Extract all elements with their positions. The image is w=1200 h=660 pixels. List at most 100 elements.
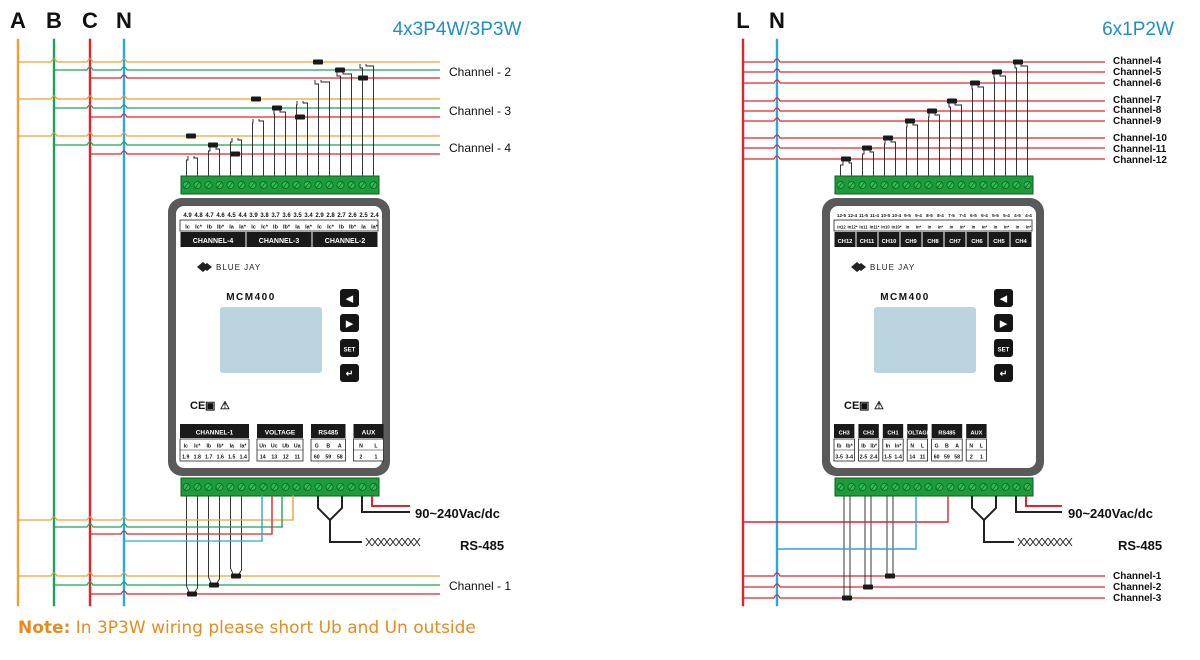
left-top-number: 4.5 — [227, 213, 236, 219]
right-enter-button-label: ↵ — [1000, 369, 1008, 379]
left-bottom-number: 60 — [314, 455, 320, 461]
left-bottom-number: 12 — [283, 455, 289, 461]
left-bottom-term: Ia — [230, 444, 234, 450]
left-voltage-tap-wire — [54, 523, 282, 528]
left-channel-wire — [18, 58, 440, 63]
left-top-number: 2.6 — [348, 213, 357, 219]
right-channel-wire — [743, 134, 1105, 139]
left-bottom-number: 59 — [325, 455, 331, 461]
ct-clamp-icon — [295, 114, 305, 120]
right-channel-wire — [743, 97, 1105, 102]
right-rs485-label: RS-485 — [1118, 538, 1162, 553]
screw-slot — [216, 483, 223, 491]
left-channel-wire — [90, 74, 440, 79]
left-top-number: 3.7 — [271, 213, 280, 219]
right-bottom-term: In* — [895, 444, 903, 450]
note-text: Note: In 3P3W wiring please short Ub and… — [18, 618, 476, 638]
screw-slot — [337, 181, 344, 189]
left-bottom-group-label: VOLTAGE — [265, 430, 296, 437]
screw-slot — [370, 181, 377, 189]
left-top-term: Ic* — [195, 225, 203, 231]
screw-slot — [958, 483, 965, 491]
left-bottom-group-bg — [353, 424, 384, 438]
ct-lead-wire — [230, 496, 234, 575]
right-bottom-term: Ib* — [870, 444, 878, 450]
screw-slot — [936, 181, 943, 189]
ct-lead-wire — [840, 161, 844, 176]
right-ce-mark-icon: CE — [844, 400, 859, 412]
screw-slot — [238, 181, 245, 189]
twisted-pair-icon — [1023, 537, 1031, 547]
right-top-number: 8-5 — [926, 213, 933, 218]
left-channel-label: Channel - 4 — [449, 141, 511, 155]
right-top-term-row — [833, 219, 1033, 232]
right-top-number: 10-4 — [892, 213, 902, 218]
screw-slot — [914, 181, 921, 189]
ct-clamp-icon — [251, 96, 261, 102]
ct-clamp-icon — [927, 108, 937, 114]
left-model: MCM400 — [226, 292, 276, 303]
ct-lead-wire — [342, 72, 352, 176]
twisted-pair-icon — [1029, 537, 1037, 547]
right-top-number: 9-4 — [915, 213, 922, 218]
right-top-number: 4-5 — [1014, 213, 1021, 218]
right-voltage-tap-wire — [777, 496, 917, 550]
screw-slot — [837, 483, 844, 491]
ct-clamp-icon — [862, 145, 872, 151]
right-top-group-bg — [922, 232, 944, 247]
ct-lead-wire — [862, 150, 865, 176]
right-bottom-group-bg — [882, 424, 904, 438]
right-bottom-term: L — [980, 444, 984, 450]
right-top-number: 12-5 — [837, 213, 847, 218]
right-top-number: 5-5 — [992, 213, 999, 218]
left-bottom-term: Ic* — [194, 444, 201, 450]
right-top-term: In — [1016, 225, 1020, 230]
right-top-group-label: CH5 — [993, 239, 1005, 245]
screw-slot — [194, 483, 201, 491]
right-ct — [842, 595, 852, 601]
right-top-group-label: CH12 — [838, 239, 853, 245]
bus-label-b: B — [46, 8, 62, 33]
left-top-number: 4.9 — [183, 213, 192, 219]
left-left-arrow-button — [340, 289, 359, 307]
ct-clamp-icon — [358, 75, 368, 81]
right-top-term: In10 — [881, 225, 890, 230]
right-bottom-term: In — [886, 444, 891, 450]
screw-slot — [980, 483, 987, 491]
twisted-pair-icon — [413, 537, 421, 547]
left-top-term: Ib* — [217, 225, 225, 231]
ct-clamp-icon — [842, 595, 852, 601]
ct-lead-wire — [216, 496, 220, 584]
right-supply-label: 90~240Vac/dc — [1068, 506, 1153, 521]
left-top-term: Ib* — [349, 225, 357, 231]
right-top-term: In — [972, 225, 976, 230]
screw-slot — [1013, 181, 1020, 189]
ct-clamp-icon — [335, 67, 345, 73]
right-top-term: In* — [916, 225, 922, 230]
right-channel-wire — [743, 155, 1105, 160]
screw-slot — [969, 181, 976, 189]
ct-lead-wire — [279, 110, 286, 176]
left-right-arrow-button — [340, 314, 359, 332]
right-top-group-label: CH4 — [1015, 239, 1027, 245]
ct-lead-wire — [258, 119, 264, 176]
right-top-number: 4-4 — [1025, 213, 1032, 218]
right-top-group-label: CH11 — [860, 239, 875, 245]
right-warning-icon: ⚠ — [874, 400, 884, 412]
right-channel-wire — [743, 107, 1105, 112]
right-right-arrow-button — [994, 314, 1013, 332]
right-channel-label: Channel-6 — [1113, 78, 1162, 89]
left-bottom-term: L — [374, 444, 378, 450]
right-lcd-screen — [874, 307, 976, 373]
left-channel1-wire — [90, 590, 440, 595]
right-bottom-group-label: CH2 — [863, 431, 874, 437]
right-top-term: In12* — [847, 225, 857, 230]
left-bottom-term: Ic — [184, 444, 188, 450]
left-top-number: 2.4 — [370, 213, 379, 219]
ct-lead-wire — [186, 156, 189, 176]
right-top-term: In — [906, 225, 910, 230]
twisted-pair-icon — [1059, 537, 1067, 547]
right-top-terminal-strip-body — [834, 175, 1034, 195]
right-ct — [862, 145, 872, 151]
